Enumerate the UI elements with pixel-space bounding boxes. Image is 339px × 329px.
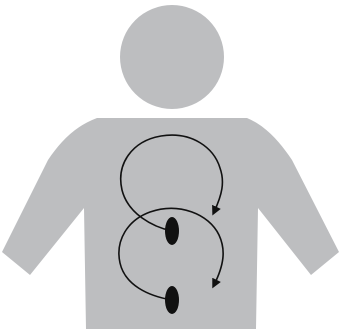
head — [120, 5, 224, 109]
upper-dot — [165, 217, 179, 245]
lower-dot — [165, 286, 179, 314]
